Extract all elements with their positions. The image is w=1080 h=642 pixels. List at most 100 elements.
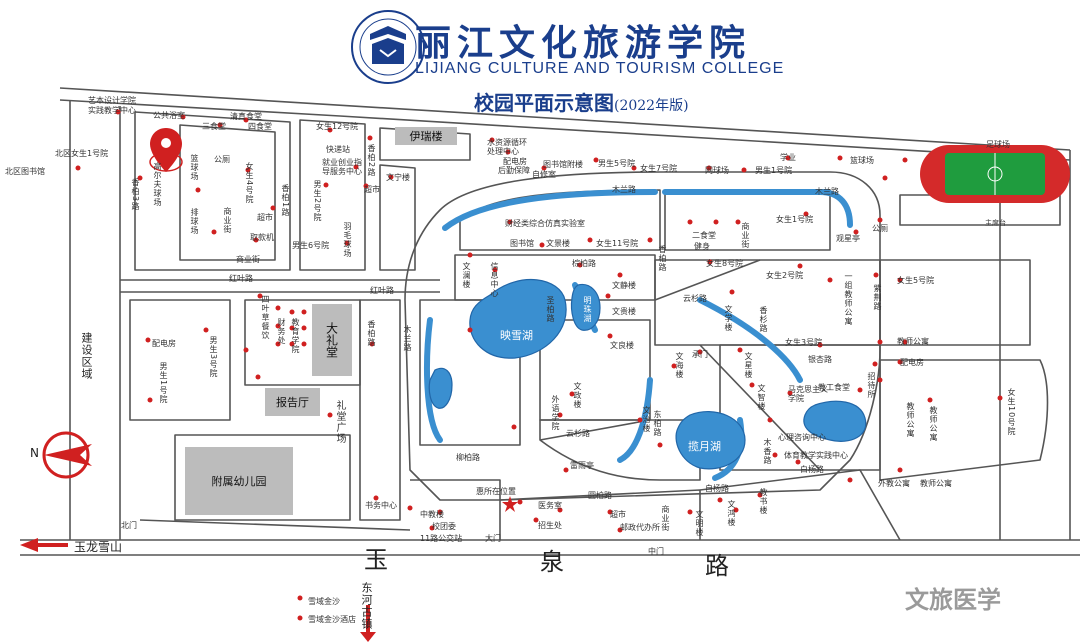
college-logo-icon [351,10,425,84]
place-jiaolou-b: 教育学院 [291,318,300,354]
yiruilou-label: 伊瑞楼 [409,130,443,143]
road-xiangbai-1: 香柏1路 [281,184,290,218]
place-nvsheng5: 女生5号院 [897,276,935,285]
place-gonggong-yushi: 公共浴室 [153,111,185,120]
road-dongbai: 东柏路 [653,410,662,437]
place-nvsheng2: 女生2号院 [766,271,804,280]
place-zhutaiwan: 主席台 [985,219,1006,227]
place-nansheng3: 男生3号院 [209,336,218,379]
road-xiangshan: 香杉路 [759,306,768,333]
road-yunshan-2: 云杉路 [683,294,707,303]
place-nvsheng11: 女生11号院 [596,239,639,248]
place-nvsheng12: 女生12号院 [316,122,359,131]
place-tushuguan-fu: 图书馆附楼 [543,160,583,169]
road-dong-muxiang: 木香路 [763,438,772,465]
road-hongye-1: 红叶路 [229,274,253,283]
road-mulan-3: 木兰路 [815,187,839,196]
road-liubai: 柳柏路 [456,453,480,462]
place-wenzheng: 文政楼 [573,382,582,409]
place-jiaoshi-gongyu2: 教师公寓 [906,402,915,438]
place-gaoerfu: 高尔夫球场 [153,162,162,207]
place-wenning: 文宁楼 [386,173,410,182]
lake-mingzhu [570,283,601,331]
gate-middle: 中门 [648,547,664,556]
place-jiaoshi-gongyu4: 教师公寓 [920,479,952,488]
road-yuanbai: 圆柏路 [588,491,612,500]
place-beiqu-tushuguan: 北区图书馆 [5,167,45,176]
place-wenzhi2: 文智楼 [757,384,766,411]
road-yunshan: 云杉路 [566,429,590,438]
place-chaoshi1: 超市 [364,185,380,194]
road-mulan-1: 木兰路 [403,325,412,352]
place-tushuguan2: 图书馆 [510,239,534,248]
road-yuquan-char-3: 路 [705,552,729,580]
place-wenhong: 文鸿楼 [727,500,736,527]
place-gongce-1: 公厕 [214,155,230,164]
road-xiangbai-2: 香柏2路 [367,144,376,178]
place-shui: 水资源循环处理中心 [487,138,527,156]
place-lanqiu2: 篮球场 [850,156,874,165]
place-guanxing: 观星亭 [836,234,860,243]
place-jiuye: 就业创业指导服务中心 [322,158,362,176]
place-xueye: 学业 [780,153,796,162]
place-qukuanji: 取款机 [250,233,274,242]
place-nansheng2: 男生2号院 [313,180,322,223]
place-nvsheng8: 女生8号院 [706,259,744,268]
area-jianshe: 建设区域 [80,332,93,380]
place-xinxi: 信息中心 [490,262,499,298]
place-nansheng1: 男生1号院 [755,166,793,175]
place-chaoshi3: 超市 [610,510,626,519]
place-sixu: 四叶草餐饮 [261,295,270,340]
south-arrow [360,605,376,642]
place-yingxue-lake: 映雪湖 [500,329,533,342]
place-nvsheng4: 女生4号院 [245,162,254,205]
gate-north: 北门 [121,521,137,530]
place-zhongjiao: 中教楼 [420,510,444,519]
place-wenjing-shu: 文静楼 [612,281,636,290]
road-zijing: 紫荆路 [873,284,882,311]
place-jiaogong: 教工食堂 [818,383,850,392]
building-youeryuan: 附属幼儿园 [185,447,293,515]
road-yuquan-char-1: 玉 [364,546,388,574]
road-ziyang: 自杨路 [705,484,729,493]
place-sishitang: 四食堂 [248,122,272,131]
place-zhaoshengchu: 招生处 [538,521,562,530]
map-title: 校园平面示意图(2022年版) [474,87,689,116]
place-peidian: 配电房 [503,157,527,166]
place-waimai: 外教公寓 [878,479,910,488]
map-title-text: 校园平面示意图 [474,91,614,115]
place-wangqiu: 网球场 [705,166,729,175]
place-qingzhen: 清真食堂 [230,112,262,121]
place-zhaodaisuo: 招待所 [867,372,876,399]
building-baogaoting: 报告厅 [265,388,320,416]
place-paiqiu: 排球场 [190,208,199,235]
exit-yulong: 玉龙雪山 [74,540,123,554]
place-nvsheng7: 女生7号院 [640,164,678,173]
college-name-en: LIJIANG CULTURE AND TOURISM COLLEGE [415,60,785,77]
place-wenjing: 文景楼 [546,239,570,248]
place-nansheng5: 男生5号院 [598,159,636,168]
place-shangye1: 商业街 [223,207,232,234]
place-nvsheng10: 女生10号院 [1007,388,1016,437]
place-leiyuting: 雷雨亭 [570,461,594,470]
road-xiangbai-3: 香柏3路 [131,178,140,212]
place-fangzhen: 后勤保障 [498,166,530,175]
place-wenliang: 文良楼 [610,341,634,350]
place-zixiu: 自修室 [532,170,556,179]
place-yumao: 羽毛球场 [343,222,352,258]
location-pin-icon [149,128,183,172]
place-peidian3: 配电房 [152,339,176,348]
place-jiaoshi-gongyu: 教师公寓 [897,337,929,346]
place-nansheng6: 男生6号院 [292,241,330,250]
road-zongbai: 棕柏路 [572,259,596,268]
place-shangwu: 书务中心 [365,501,397,510]
place-yiyuan-shi: 一组教师公寓 [844,272,853,326]
place-tiyu: 体育教学实践中心 [784,451,848,460]
place-shangyejie3: 商业街 [741,222,750,249]
road-mulan-2: 木兰路 [612,185,636,194]
place-wengui: 文贵楼 [612,307,636,316]
road-yuquan-char-2: 泉 [540,548,564,576]
place-chengmen: 承门 [692,350,708,359]
place-jiaoshi-gongyu3: 教师公寓 [929,406,938,442]
